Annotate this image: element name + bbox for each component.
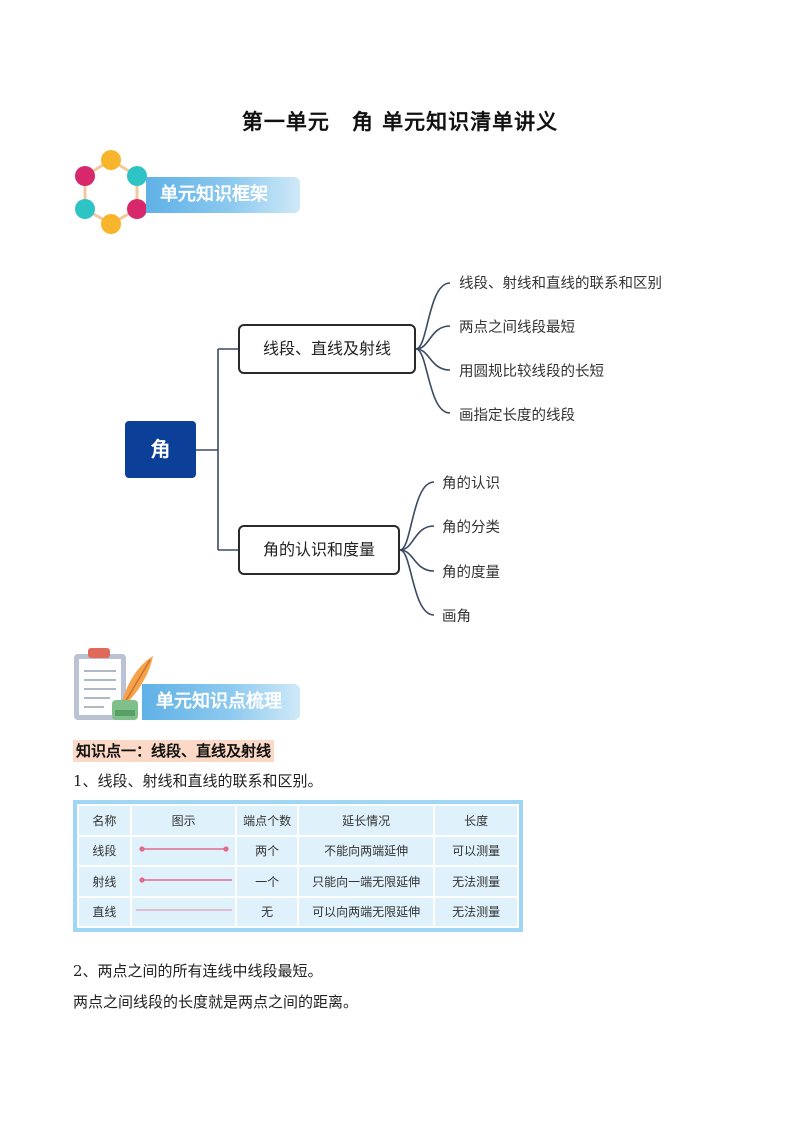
- table-cell: 可以向两端无限延伸: [296, 895, 436, 928]
- mindmap-leaf: 画指定长度的线段: [459, 408, 575, 424]
- page-title: 第一单元 角 单元知识清单讲义: [241, 110, 559, 134]
- table-cell: 无法测量: [433, 865, 519, 898]
- paragraph: 两点之间线段的长度就是两点之间的距离。: [73, 993, 359, 1011]
- comparison-table: 名称 图示 端点个数 延长情况 长度 线段 两个 不能向两端延伸 可以测量 射线…: [73, 800, 523, 932]
- table-cell: 线段: [77, 834, 132, 867]
- table-cell: 直线: [77, 895, 132, 928]
- table-cell: 两个: [235, 834, 299, 867]
- knowledge-point-heading: 知识点一：线段、直线及射线: [73, 740, 275, 762]
- mindmap-leaf: 角的认识: [442, 476, 500, 492]
- table-cell: 一个: [235, 865, 299, 898]
- table-header-cell: 长度: [433, 804, 519, 837]
- segment-figure: [129, 834, 238, 867]
- paragraph: 1、线段、射线和直线的联系和区别。: [73, 772, 323, 790]
- table-row: 射线 一个 只能向一端无限延伸 无法测量: [77, 865, 519, 898]
- mindmap-branch-angles: 角的认识和度量: [238, 525, 400, 575]
- points-section-banner: 单元知识点梳理: [142, 684, 300, 720]
- framework-section-banner: 单元知识框架: [146, 177, 300, 213]
- mindmap-leaf: 角的分类: [442, 520, 500, 536]
- table-header-cell: 图示: [129, 804, 238, 837]
- mindmap-leaf: 线段、射线和直线的联系和区别: [459, 276, 662, 292]
- mindmap-root-node: 角: [125, 421, 196, 478]
- table-cell: 可以测量: [433, 834, 519, 867]
- mindmap-leaf: 画角: [442, 609, 471, 625]
- table-header-row: 名称 图示 端点个数 延长情况 长度: [77, 804, 519, 837]
- mindmap-leaf: 两点之间线段最短: [459, 320, 575, 336]
- ray-figure: [129, 865, 238, 898]
- table-cell: 射线: [77, 865, 132, 898]
- table-cell: 只能向一端无限延伸: [296, 865, 436, 898]
- table-cell: 无法测量: [433, 895, 519, 928]
- table-header-cell: 端点个数: [235, 804, 299, 837]
- table-header-cell: 延长情况: [296, 804, 436, 837]
- mindmap-leaf: 角的度量: [442, 565, 500, 581]
- mindmap-leaf: 用圆规比较线段的长短: [459, 364, 604, 380]
- mindmap-branch-lines: 线段、直线及射线: [238, 324, 416, 374]
- table-row: 直线 无 可以向两端无限延伸 无法测量: [77, 895, 519, 928]
- table-cell: 无: [235, 895, 299, 928]
- table-row: 线段 两个 不能向两端延伸 可以测量: [77, 834, 519, 867]
- paragraph: 2、两点之间的所有连线中线段最短。: [73, 962, 323, 980]
- table-cell: 不能向两端延伸: [296, 834, 436, 867]
- line-figure: [129, 895, 238, 928]
- table-header-cell: 名称: [77, 804, 132, 837]
